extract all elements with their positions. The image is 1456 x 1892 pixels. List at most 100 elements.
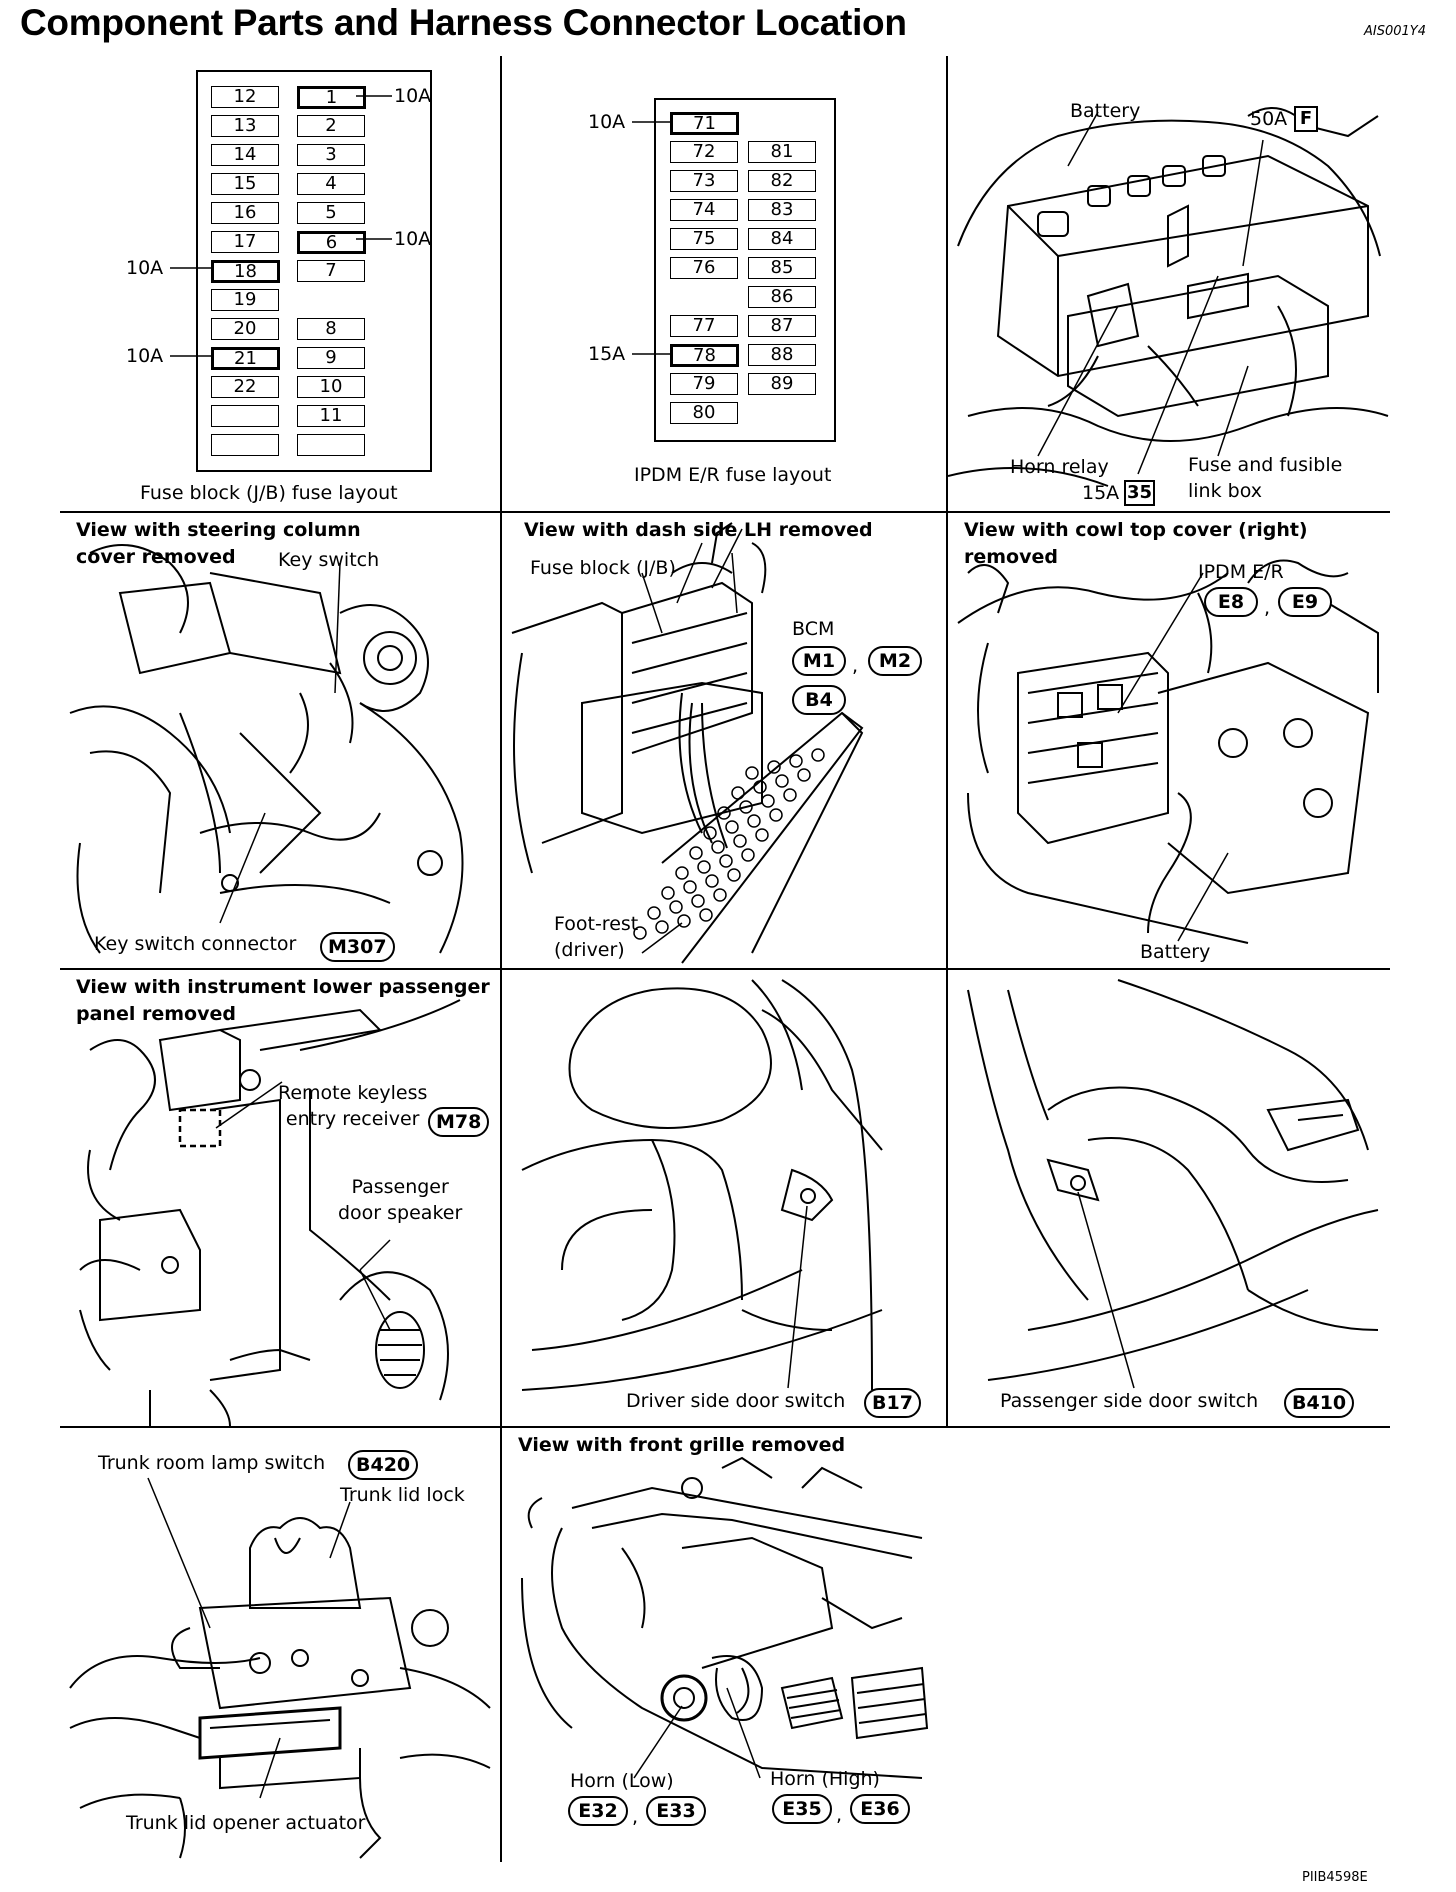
key-switch-label: Key switch — [278, 549, 380, 571]
dash-panel: View with dash side LH removed Fuse bloc… — [502, 513, 946, 968]
ipdm-fuse-78: 78 — [670, 344, 739, 367]
connector-e35: E35 — [772, 1794, 832, 1824]
connector-b410: B410 — [1284, 1388, 1355, 1418]
ipdm-fuse-89: 89 — [748, 373, 816, 395]
driver-door-leaders — [787, 1205, 808, 1389]
connector-e33: E33 — [646, 1796, 706, 1826]
instrument-panel-title: View with instrument lower passenger pan… — [76, 976, 490, 1025]
connector-e9: E9 — [1278, 587, 1332, 617]
driver-door-illustration — [521, 979, 883, 1391]
connector-b420: B420 — [348, 1450, 419, 1480]
horn-high-separator: , — [836, 1804, 843, 1826]
ipdm-fuse-83: 83 — [748, 199, 816, 221]
ipdm-fuse-79: 79 — [670, 373, 738, 395]
fusible-50a-label: 50A — [1250, 108, 1288, 130]
connector-b17: B17 — [864, 1388, 921, 1418]
figure-code: AIS001Y4 — [1364, 24, 1427, 39]
connector-e8: E8 — [1204, 587, 1258, 617]
trunk-lid-opener-actuator-label: Trunk lid opener actuator — [126, 1812, 366, 1834]
steering-panel: View with steering column cover removed … — [60, 513, 500, 968]
footrest-label: Foot-rest (driver) — [554, 913, 639, 961]
fuse_block-fuse-14: 14 — [211, 144, 279, 166]
connector-m78: M78 — [428, 1107, 490, 1137]
ipdm-fuse-86: 86 — [748, 286, 816, 308]
battery-illustration — [948, 107, 1389, 487]
ipdm-fuse-76: 76 — [670, 257, 738, 279]
battery-leaders — [1037, 111, 1264, 475]
ipdm-fuse-82: 82 — [748, 170, 816, 192]
connector-m2: M2 — [868, 646, 922, 676]
cowl-panel-title: View with cowl top cover (right) removed — [964, 519, 1308, 568]
footer-code: PIIB4598E — [1302, 1870, 1368, 1885]
fuse_block-fuse-3: 3 — [297, 144, 365, 166]
remote-keyless-receiver-label: Remote keyless entry receiver — [278, 1082, 428, 1130]
fuse_block-fuse-15: 15 — [211, 173, 279, 195]
cowl-panel: View with cowl top cover (right) removed… — [948, 513, 1390, 968]
horn-low-separator: , — [632, 1806, 639, 1828]
fusible-link-f-badge: F — [1294, 106, 1318, 132]
fuse_block-fuse-20: 20 — [211, 318, 279, 340]
fuse_block-fuse-18: 18 — [211, 260, 280, 283]
battery-label: Battery — [1070, 100, 1141, 122]
steering-panel-title: View with steering column cover removed — [76, 519, 361, 568]
key-switch-connector-label: Key switch connector — [94, 933, 297, 955]
fuse_block-fuse-16: 16 — [211, 202, 279, 224]
fuse-box-label: Fuse and fusible link box — [1188, 454, 1343, 502]
instrument-illustration — [79, 999, 461, 1426]
grid-horizontal-2 — [60, 968, 1390, 970]
grid-horizontal-1 — [60, 511, 1390, 513]
horn-low-label: Horn (Low) — [570, 1770, 674, 1792]
ipdm-fuse-74: 74 — [670, 199, 738, 221]
horn-high-label: Horn (High) — [770, 1768, 880, 1790]
fuse-78-amp: 15A — [588, 343, 626, 365]
ipdm-outline — [654, 98, 836, 442]
trunk-room-lamp-switch-label: Trunk room lamp switch — [98, 1452, 326, 1474]
ipdm-fuse-80: 80 — [670, 402, 738, 424]
passenger-door-leaders — [1077, 1191, 1135, 1389]
fuse-block-outline — [196, 70, 432, 472]
fuse_block-fuse-11: 11 — [297, 405, 365, 427]
connector-m307: M307 — [320, 932, 395, 962]
grille-illustration — [521, 1456, 929, 1779]
fuse-block-leaders — [170, 95, 392, 357]
fuse_block-fuse-empty — [297, 434, 365, 456]
passenger-door-speaker-label: Passenger door speaker — [338, 1176, 463, 1224]
passenger-door-illustration — [967, 979, 1379, 1381]
ipdm-fuse-81: 81 — [748, 141, 816, 163]
fuse-6-amp: 10A — [394, 228, 432, 250]
ipdm-fuse-75: 75 — [670, 228, 738, 250]
ipdm-caption: IPDM E/R fuse layout — [634, 464, 832, 486]
trunk-illustration — [69, 1517, 491, 1859]
ipdm-fuse-87: 87 — [748, 315, 816, 337]
ipdm-fuse-72: 72 — [670, 141, 738, 163]
ipdm-fuse-77: 77 — [670, 315, 738, 337]
ipdm-leaders — [632, 121, 672, 355]
instrument-leaders — [215, 1081, 391, 1331]
cowl-separator: , — [1264, 597, 1271, 619]
fuse_block-fuse-6: 6 — [297, 231, 366, 254]
fuse_block-fuse-13: 13 — [211, 115, 279, 137]
cowl-leaders — [1117, 572, 1229, 942]
dash-panel-title: View with dash side LH removed — [524, 519, 873, 541]
battery-panel: Battery 50A F Horn relay 15A 35 Fuse and… — [948, 56, 1390, 511]
ipdm-fuse-88: 88 — [748, 344, 816, 366]
bcm-label: BCM — [792, 618, 835, 640]
trunk-lid-lock-label: Trunk lid lock — [340, 1484, 465, 1506]
relay-35-badge: 35 — [1124, 480, 1156, 506]
fuse_block-fuse-7: 7 — [297, 260, 365, 282]
footrest-holes — [633, 748, 825, 940]
fuse_block-fuse-1: 1 — [297, 86, 366, 109]
ipdm-fuse-85: 85 — [748, 257, 816, 279]
fuse_block-fuse-4: 4 — [297, 173, 365, 195]
passenger-door-panel: Passenger side door switch B410 — [948, 970, 1390, 1426]
cowl-battery-label: Battery — [1140, 941, 1211, 963]
trunk-panel: Trunk room lamp switch B420 Trunk lid lo… — [60, 1428, 500, 1862]
ipdm-fuse-84: 84 — [748, 228, 816, 250]
fuse_block-fuse-2: 2 — [297, 115, 365, 137]
fuse_block-fuse-9: 9 — [297, 347, 365, 369]
fuse_block-fuse-empty — [211, 434, 279, 456]
fuse_block-fuse-12: 12 — [211, 86, 279, 108]
fuse-1-amp: 10A — [394, 85, 432, 107]
